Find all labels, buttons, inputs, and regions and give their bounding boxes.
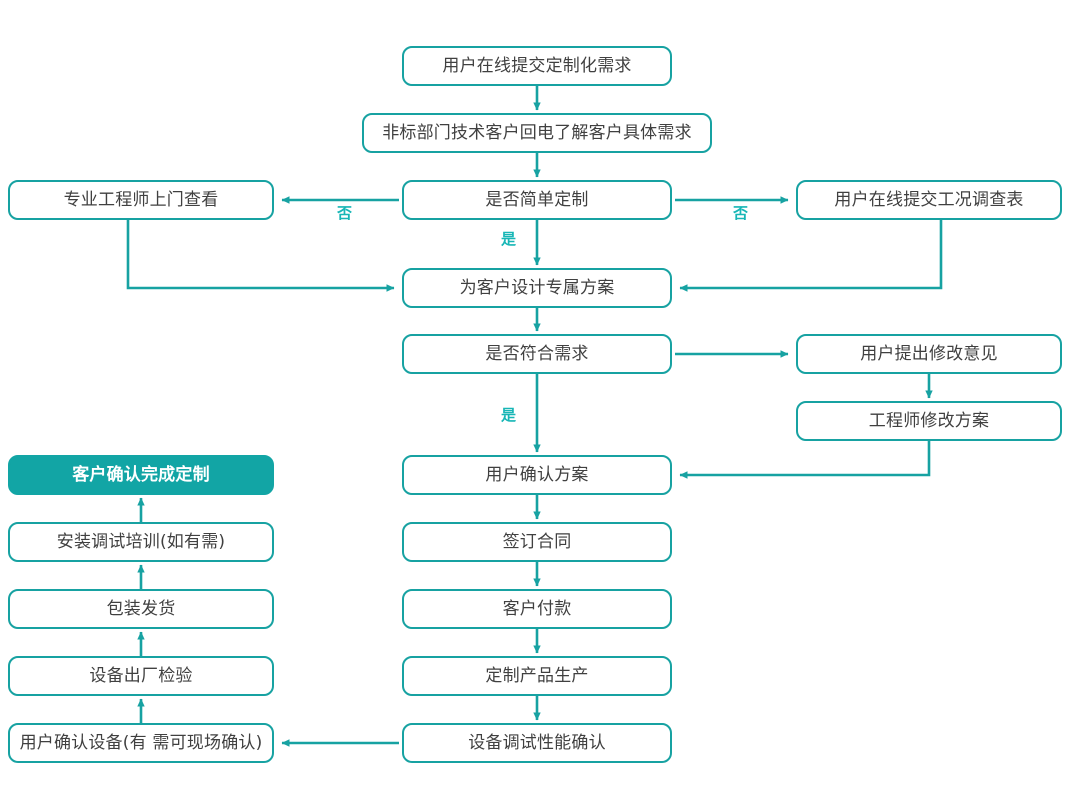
flow-node-n16[interactable]: 设备出厂检验 (8, 656, 274, 696)
edge-n3-n6 (126, 220, 395, 292)
edge-label-yes-mid: 是 (501, 406, 517, 424)
flow-node-n6[interactable]: 为客户设计专属方案 (402, 268, 672, 308)
flow-node-n14[interactable]: 包装发货 (8, 589, 274, 629)
edge-n5-n6 (679, 220, 943, 292)
flow-node-n13[interactable]: 签订合同 (402, 522, 672, 562)
flow-node-n2[interactable]: 非标部门技术客户回电了解客户具体需求 (362, 113, 712, 153)
flow-node-n5[interactable]: 用户在线提交工况调查表 (796, 180, 1062, 220)
flow-node-n9[interactable]: 工程师修改方案 (796, 401, 1062, 441)
edge-label-yes-top: 是 (501, 230, 517, 248)
flow-node-n11[interactable]: 用户确认方案 (402, 455, 672, 495)
flow-node-n7[interactable]: 是否符合需求 (402, 334, 672, 374)
flow-node-n10[interactable]: 客户确认完成定制 (8, 455, 274, 495)
flow-node-n3[interactable]: 专业工程师上门查看 (8, 180, 274, 220)
flow-node-n8[interactable]: 用户提出修改意见 (796, 334, 1062, 374)
flow-node-n1[interactable]: 用户在线提交定制化需求 (402, 46, 672, 86)
flow-node-n15[interactable]: 客户付款 (402, 589, 672, 629)
flow-node-n18[interactable]: 用户确认设备(有 需可现场确认) (8, 723, 274, 763)
edge-label-no-left: 否 (337, 204, 353, 222)
flow-node-n19[interactable]: 设备调试性能确认 (402, 723, 672, 763)
edge-n9-n11 (679, 441, 931, 479)
edge-label-no-right: 否 (733, 204, 749, 222)
flow-node-n17[interactable]: 定制产品生产 (402, 656, 672, 696)
flow-node-n12[interactable]: 安装调试培训(如有需) (8, 522, 274, 562)
flow-node-n4[interactable]: 是否简单定制 (402, 180, 672, 220)
